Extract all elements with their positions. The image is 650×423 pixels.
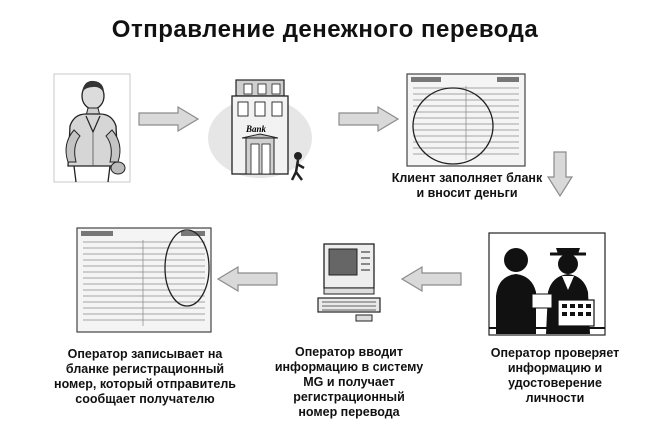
- operator-meeting-icon: [488, 232, 606, 336]
- arrow-left-2: [216, 266, 278, 292]
- arrow-left-1: [400, 266, 462, 292]
- form-document-icon: [406, 73, 526, 167]
- arrow-down: [547, 151, 573, 197]
- arrow-right-2: [338, 106, 400, 132]
- caption-system: Оператор вводит информацию в систему MG …: [274, 345, 424, 419]
- computer-icon: [317, 243, 381, 322]
- diagram-title: Отправление денежного перевода: [111, 16, 539, 43]
- bank-sign: Bank: [245, 124, 267, 134]
- bank-node: Bank: [206, 76, 314, 182]
- form-node: [405, 72, 527, 168]
- client-node: [52, 72, 132, 184]
- caption-record: Оператор записывает на бланке регистраци…: [54, 347, 236, 406]
- caption-identity: Оператор проверяет информацию и удостове…: [490, 346, 620, 405]
- form-document-icon: [76, 227, 212, 333]
- caption-form: Клиент заполняет бланк и вносит деньги: [391, 171, 543, 200]
- man-icon: [53, 73, 131, 183]
- system-node: [316, 238, 382, 326]
- arrow-right-1: [138, 106, 200, 132]
- bank-building-icon: Bank: [208, 79, 312, 181]
- record-node: [75, 226, 213, 334]
- identity-node: [488, 232, 606, 336]
